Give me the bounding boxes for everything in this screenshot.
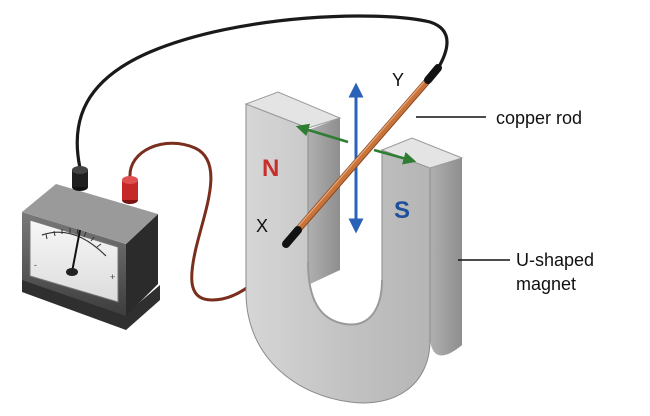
galvanometer: - + <box>22 166 160 330</box>
u-shaped-magnet <box>244 91 464 404</box>
red-terminal <box>122 176 138 204</box>
black-terminal <box>72 166 88 191</box>
magnet-label-line1: U-shaped <box>516 250 594 270</box>
rod-end-y-cap <box>424 64 442 84</box>
magnet-label-line2: magnet <box>516 274 576 294</box>
north-pole-label: N <box>262 155 279 182</box>
svg-text:+: + <box>110 272 115 282</box>
copper-rod <box>282 64 442 248</box>
copper-rod-label: copper rod <box>496 108 582 128</box>
meter-needle <box>71 229 81 273</box>
svg-text:-: - <box>34 260 37 270</box>
north-pole-top <box>244 91 342 129</box>
right-field-arrow <box>373 148 417 165</box>
left-field-arrow <box>295 123 349 144</box>
brown-wire <box>128 141 294 302</box>
rod-end-x-cap <box>282 226 302 248</box>
black-wire <box>75 14 449 170</box>
south-pole-label: S <box>394 197 410 224</box>
end-x-label: X <box>256 216 268 236</box>
end-y-label: Y <box>392 70 404 90</box>
